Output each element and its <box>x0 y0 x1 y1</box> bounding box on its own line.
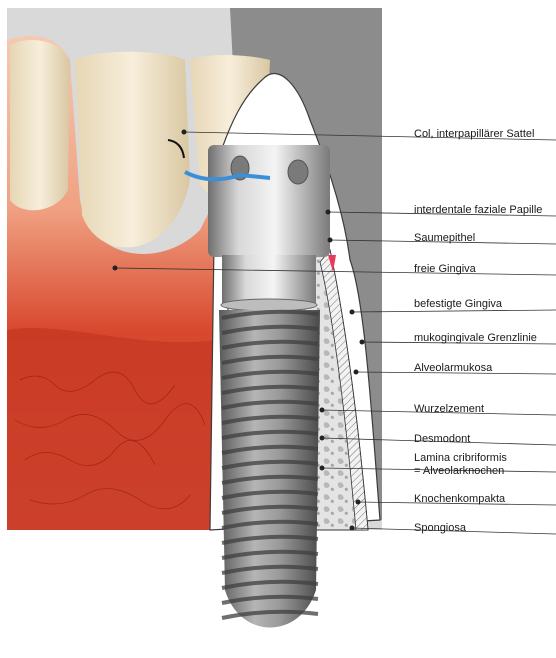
label-text: befestigte Gingiva <box>414 298 502 311</box>
label-text: mukogingivale Grenzlinie <box>414 332 537 345</box>
label-text: freie Gingiva <box>414 263 476 276</box>
abutment-collar <box>221 299 317 311</box>
alveolar-mucosa-band <box>7 328 215 530</box>
leader-dot <box>356 500 361 505</box>
leader-dot <box>360 340 365 345</box>
leader-dot <box>113 266 118 271</box>
label-7: Wurzelzement <box>414 403 484 416</box>
label-text: Desmodont <box>414 433 470 446</box>
label-text: = Alveolarknochen <box>414 465 507 478</box>
leader-dot <box>320 466 325 471</box>
leader-dot <box>326 210 331 215</box>
label-text: Lamina cribriformis <box>414 452 507 465</box>
label-1: interdentale faziale Papille <box>414 204 542 217</box>
label-8: Desmodont <box>414 433 470 446</box>
abutment-head <box>208 145 330 257</box>
label-text: Wurzelzement <box>414 403 484 416</box>
leader-dot <box>320 408 325 413</box>
label-3: freie Gingiva <box>414 263 476 276</box>
label-11: Spongiosa <box>414 522 466 535</box>
label-6: Alveolarmukosa <box>414 362 492 375</box>
left-tooth <box>10 40 70 210</box>
label-text: Spongiosa <box>414 522 466 535</box>
label-text: Knochenkompakta <box>414 493 505 506</box>
central-tooth <box>75 52 190 248</box>
leader-dot <box>320 436 325 441</box>
label-text: Col, interpapillärer Sattel <box>414 128 534 141</box>
leader-dot <box>328 238 333 243</box>
label-4: befestigte Gingiva <box>414 298 502 311</box>
label-10: Knochenkompakta <box>414 493 505 506</box>
label-9: Lamina cribriformis= Alveolarknochen <box>414 452 507 478</box>
label-text: Alveolarmukosa <box>414 362 492 375</box>
label-5: mukogingivale Grenzlinie <box>414 332 537 345</box>
label-text: Saumepithel <box>414 232 475 245</box>
leader-dot <box>350 526 355 531</box>
leader-dot <box>354 370 359 375</box>
label-text: interdentale faziale Papille <box>414 204 542 217</box>
leader-dot <box>182 130 187 135</box>
label-2: Saumepithel <box>414 232 475 245</box>
abutment-hole-right <box>288 160 308 184</box>
label-0: Col, interpapillärer Sattel <box>414 128 534 141</box>
abutment-neck <box>222 255 316 303</box>
leader-dot <box>350 310 355 315</box>
